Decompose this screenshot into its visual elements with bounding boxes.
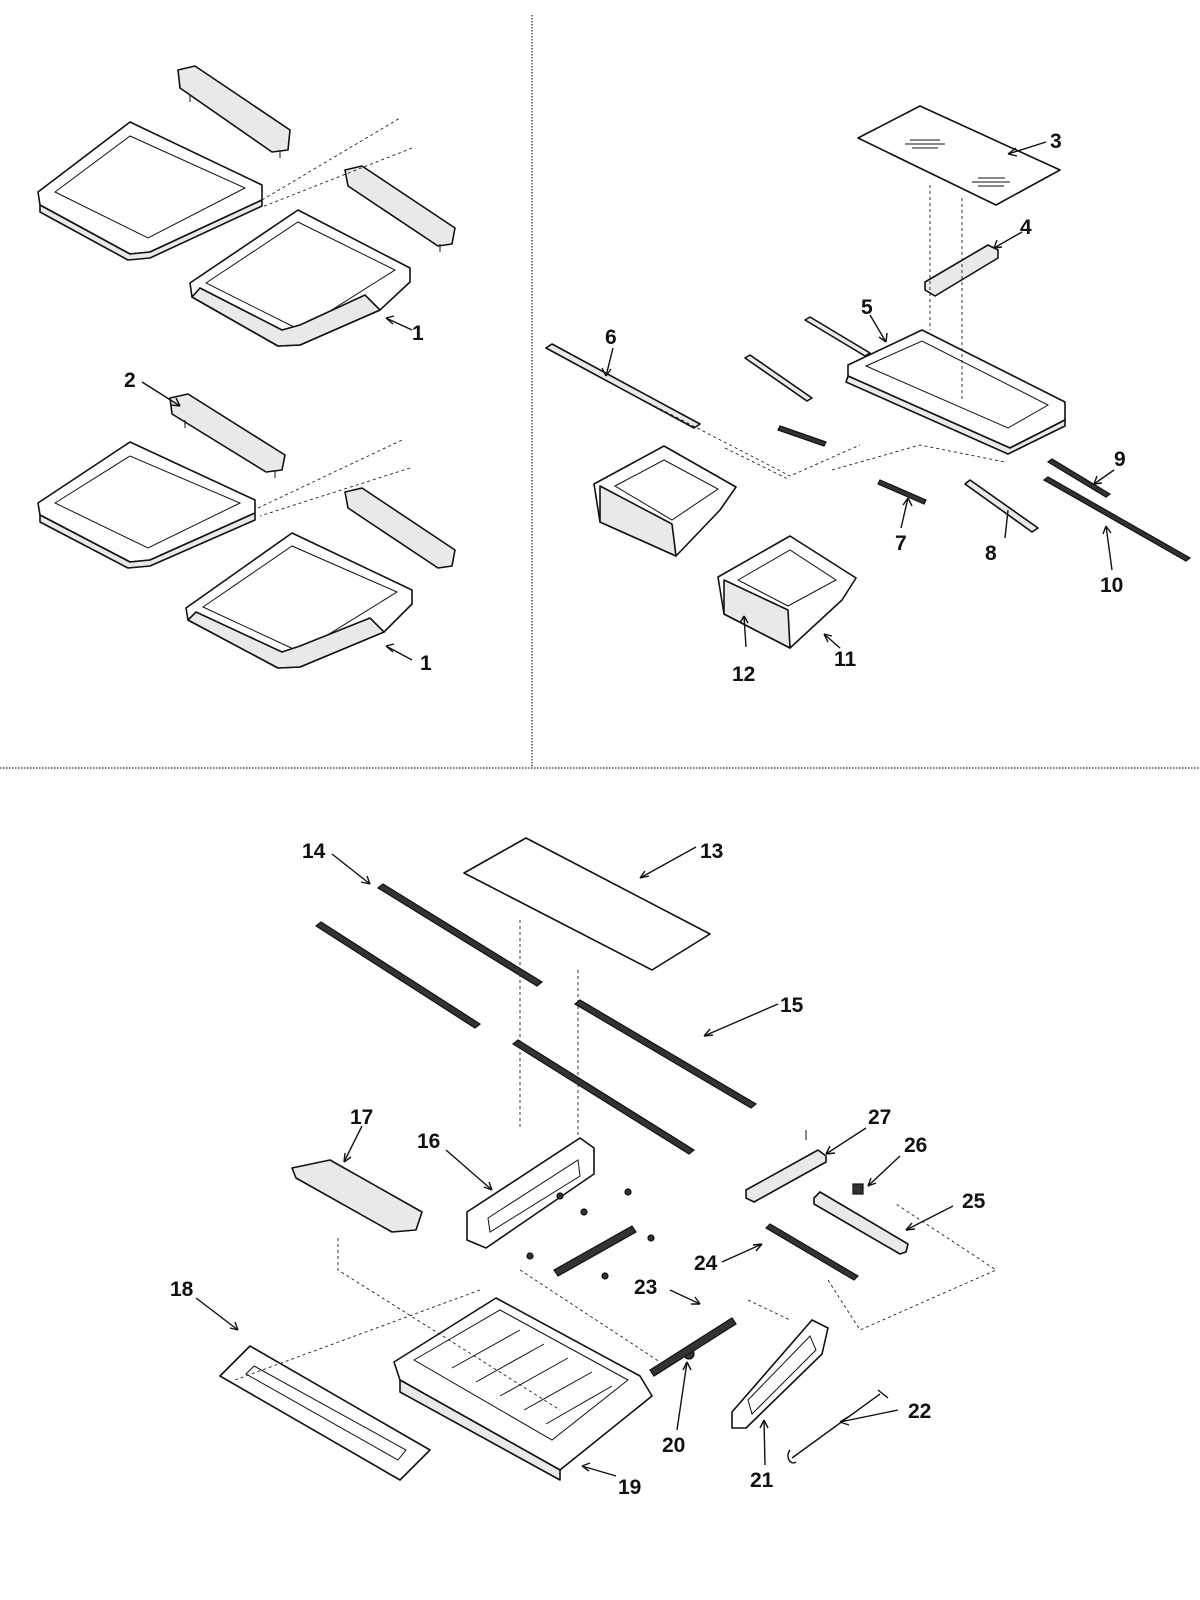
deli-cover-17 [291,1159,423,1233]
deli-drawer [393,1297,653,1471]
deli-bracket-25 [813,1191,909,1255]
callout-6: 6 [605,326,617,349]
callout-10: 10 [1100,574,1123,597]
deli-bracket-27 [745,1149,827,1203]
deli-rail-14 [376,883,544,987]
shelf-trim-upper-back [177,65,291,153]
callout-5: 5 [861,296,873,319]
shelf-trim-lower-back [169,393,286,473]
deli-rail-left [314,921,482,1029]
callout-24: 24 [694,1252,718,1275]
callout-25: 25 [962,1190,986,1213]
crisper-assembly [545,105,1192,649]
deli-control-wire [787,1389,889,1464]
crisper-glass-cover [857,105,1061,206]
crisper-clip-7 [877,479,927,505]
deli-bracket-24 [765,1223,859,1281]
callout-2: 2 [124,369,136,392]
shelf-upper-back [37,121,263,255]
callout-21: 21 [750,1469,774,1492]
deli-slide-23 [649,1317,737,1377]
deli-clip-26 [852,1183,864,1195]
callout-9: 9 [1114,448,1126,471]
callout-27: 27 [868,1106,891,1129]
deli-rail-15 [573,999,758,1109]
callout-23: 23 [634,1276,657,1299]
callout-4: 4 [1020,216,1032,239]
callout-26: 26 [904,1134,927,1157]
callout-7: 7 [895,532,907,555]
callout-20: 20 [662,1434,685,1457]
callout-15: 15 [780,994,804,1017]
callout-1: 1 [412,322,424,345]
deli-bracket-left [466,1137,595,1249]
deli-glass-cover [463,837,711,971]
deli-drawer-front [219,1345,431,1481]
crisper-bracket [924,244,999,297]
leader-lines [141,141,1115,1477]
callout-22: 22 [908,1400,931,1423]
crisper-rail-8 [964,479,1039,533]
deli-rail-inner [511,1039,696,1155]
crisper-rail-left [545,343,701,429]
crisper-rail-10 [1042,476,1192,562]
callout-3: 3 [1050,130,1062,153]
shelf-trim-lower-front [344,487,456,569]
callout-16: 16 [417,1130,440,1153]
callout-8: 8 [985,542,997,565]
shelf-trim-upper-front [344,165,456,247]
callout-1: 1 [420,652,432,675]
callout-12: 12 [732,663,755,686]
callout-11: 11 [834,648,857,671]
shelf-lower-back [37,441,256,563]
shelf-group-upper [37,65,456,347]
deli-bracket-right [731,1319,829,1429]
callout-18: 18 [170,1278,194,1301]
callout-19: 19 [618,1476,641,1499]
callout-17: 17 [350,1106,373,1129]
callout-13: 13 [700,840,723,863]
deli-drawer-assembly [219,837,997,1481]
callout-14: 14 [302,840,326,863]
crisper-rail-9 [1046,458,1112,498]
shelf-group-lower [37,393,456,669]
callout-labels: 1 1 2 3 4 5 6 7 8 9 10 11 12 13 14 15 16… [124,130,1126,1499]
